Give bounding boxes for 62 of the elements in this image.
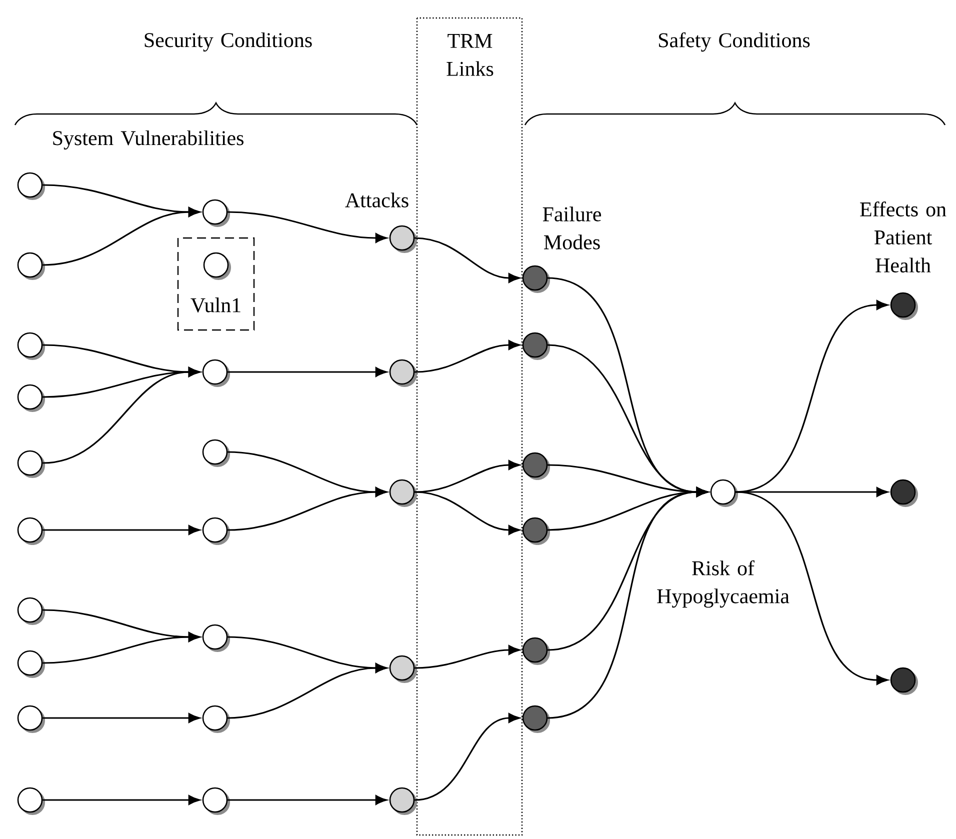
- column-heading: Failure Modes: [542, 206, 602, 250]
- arrow: [736, 487, 888, 497]
- vulnerability-node: [17, 597, 45, 625]
- arrow: [414, 237, 520, 283]
- vulnerability-node: [17, 332, 45, 360]
- arrow: [414, 645, 520, 669]
- vulnerability-node: [202, 787, 230, 815]
- arrow: [228, 487, 387, 531]
- attack-node: [389, 655, 417, 683]
- arrow: [414, 460, 520, 493]
- band-heading: TRM Links: [446, 34, 494, 76]
- arrow: [548, 487, 708, 719]
- failure-mode-node: [522, 332, 550, 360]
- vulnerability-node: [17, 450, 45, 478]
- vulnerability-node: [17, 705, 45, 733]
- arrow: [414, 713, 520, 801]
- failure-mode-node: [522, 452, 550, 480]
- arrow: [42, 367, 200, 464]
- dashed-box: Vuln1: [177, 237, 255, 331]
- arrow: [414, 340, 520, 373]
- attack-node: [389, 225, 417, 253]
- vulnerability-node: [17, 517, 45, 545]
- risk-node: [710, 479, 738, 507]
- effect-node: [890, 667, 918, 695]
- vulnerability-node: [202, 199, 230, 227]
- arrow: [42, 632, 200, 664]
- vulnerability-node: [17, 384, 45, 412]
- column-heading: System Vulnerabilities: [53, 130, 244, 150]
- effect-node: [890, 292, 918, 320]
- vulnerability-node: [17, 252, 45, 280]
- arrow: [228, 367, 387, 377]
- column-heading: Attacks: [345, 192, 408, 208]
- arrow: [736, 491, 888, 685]
- node-caption: Risk of Hypoglycaemia: [657, 560, 790, 608]
- vulnerability-node: [202, 705, 230, 733]
- vulnerability-node: [203, 252, 231, 280]
- vulnerability-node: [202, 624, 230, 652]
- failure-mode-node: [522, 517, 550, 545]
- arrow: [228, 795, 387, 805]
- vulnerability-node: [202, 439, 230, 467]
- vulnerability-node: [202, 517, 230, 545]
- failure-mode-node: [522, 705, 550, 733]
- failure-mode-node: [522, 637, 550, 665]
- effect-node: [890, 479, 918, 507]
- arrow: [228, 663, 387, 719]
- vulnerability-node: [17, 787, 45, 815]
- vulnerability-node: [17, 172, 45, 200]
- arrow: [414, 491, 520, 535]
- vulnerability-node: [17, 650, 45, 678]
- arrow: [42, 525, 200, 535]
- section-heading: Safety Conditions: [659, 32, 810, 52]
- attack-node: [389, 787, 417, 815]
- attack-node: [389, 479, 417, 507]
- failure-mode-node: [522, 265, 550, 293]
- arrow: [42, 207, 200, 266]
- column-heading: Effects on Patient Health: [860, 202, 946, 272]
- arrow: [42, 795, 200, 805]
- arrow: [42, 713, 200, 723]
- attack-node: [389, 359, 417, 387]
- vulnerability-node: [202, 359, 230, 387]
- section-heading: Security Conditions: [144, 32, 312, 52]
- arrow: [228, 211, 387, 243]
